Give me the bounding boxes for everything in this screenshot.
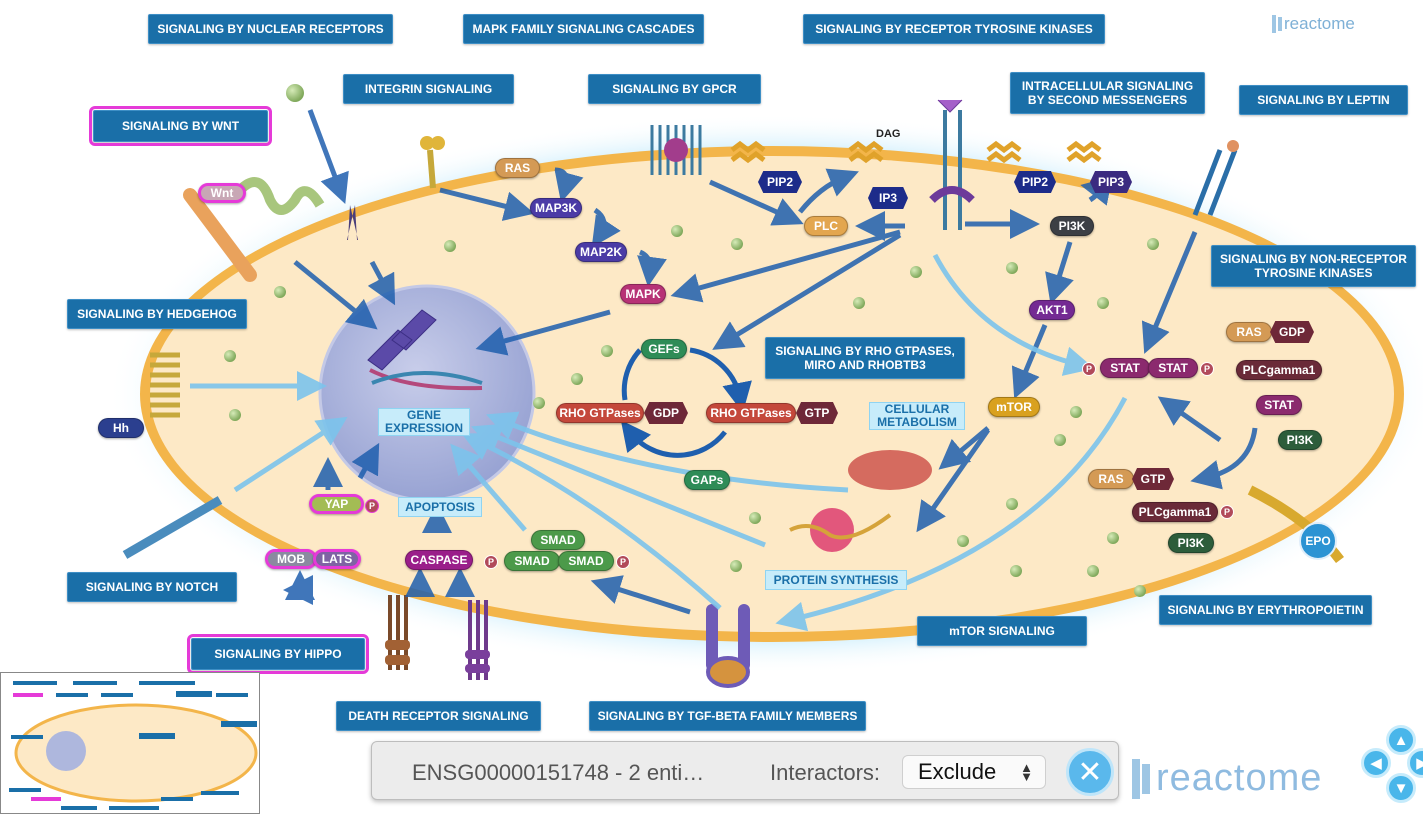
- pan-right-button[interactable]: ▶: [1407, 748, 1423, 778]
- molecule-gdp-right[interactable]: GDP: [1270, 321, 1314, 343]
- arrow-down-icon: ▼: [1393, 779, 1409, 797]
- molecule-ras-right[interactable]: RAS: [1226, 322, 1272, 342]
- molecule-map3k[interactable]: MAP3K: [530, 198, 582, 218]
- molecule-akt1[interactable]: AKT1: [1029, 300, 1075, 320]
- pathway-rtk[interactable]: SIGNALING BY RECEPTOR TYROSINE KINASES: [803, 14, 1105, 44]
- pathway-integrin[interactable]: INTEGRIN SIGNALING: [343, 74, 514, 104]
- molecule-lats[interactable]: LATS: [313, 549, 361, 569]
- phospho-p: P: [484, 555, 498, 569]
- pan-left-button[interactable]: ◀: [1361, 748, 1391, 778]
- select-arrows-icon: ▲▼: [1020, 760, 1033, 784]
- molecule-mob[interactable]: MOB: [265, 549, 317, 569]
- pathway-leptin[interactable]: SIGNALING BY LEPTIN: [1239, 85, 1408, 115]
- arrow-right-icon: ▶: [1416, 755, 1423, 772]
- interactors-label: Interactors:: [770, 760, 881, 785]
- molecule-pip3[interactable]: PIP3: [1090, 171, 1132, 193]
- molecule-pi3k-right[interactable]: PI3K: [1278, 430, 1322, 450]
- molecule-epo[interactable]: EPO: [1305, 534, 1331, 548]
- molecule-caspase[interactable]: CASPASE: [405, 550, 473, 570]
- molecule-ip3[interactable]: IP3: [868, 187, 908, 209]
- pathway-rho-gtpases[interactable]: SIGNALING BY RHO GTPASES, MIRO AND RHOBT…: [765, 337, 965, 379]
- molecule-pip2-a[interactable]: PIP2: [758, 171, 802, 193]
- close-search-button[interactable]: ✕: [1066, 748, 1114, 796]
- pathway-tgf-beta[interactable]: SIGNALING BY TGF-BETA FAMILY MEMBERS: [589, 701, 866, 731]
- molecule-plcgamma1-b[interactable]: PLCgamma1: [1132, 502, 1218, 522]
- close-icon: ✕: [1077, 755, 1103, 789]
- molecule-smad-a[interactable]: SMAD: [504, 551, 560, 571]
- label-apoptosis: APOPTOSIS: [398, 497, 482, 517]
- pan-up-button[interactable]: ▲: [1386, 725, 1416, 755]
- pathway-hedgehog[interactable]: SIGNALING BY HEDGEHOG: [67, 299, 247, 329]
- arrow-up-icon: ▲: [1393, 731, 1409, 749]
- molecule-smad-top[interactable]: SMAD: [531, 530, 585, 550]
- molecule-gtp[interactable]: GTP: [796, 402, 838, 424]
- thumbnail-map: [9, 681, 258, 810]
- interactors-selected-value: Exclude: [918, 759, 997, 784]
- molecule-wnt[interactable]: Wnt: [198, 183, 246, 203]
- molecule-gtp-2[interactable]: GTP: [1132, 468, 1174, 490]
- reactome-logo-icon: [1272, 15, 1276, 33]
- molecule-smad-b[interactable]: SMAD: [558, 551, 614, 571]
- reactome-logo-text: reactome: [1284, 14, 1355, 33]
- pathway-non-receptor-tk[interactable]: SIGNALING BY NON-RECEPTOR TYROSINE KINAS…: [1211, 245, 1416, 287]
- molecule-ras[interactable]: RAS: [495, 158, 540, 178]
- molecule-stat-b[interactable]: STAT: [1148, 358, 1198, 378]
- reactome-logo-icon: [1132, 758, 1140, 799]
- molecule-mapk[interactable]: MAPK: [620, 284, 666, 304]
- pathway-gpcr[interactable]: SIGNALING BY GPCR: [588, 74, 761, 104]
- interactors-select[interactable]: Exclude ▲▼: [902, 755, 1046, 789]
- pathway-second-messengers[interactable]: INTRACELLULAR SIGNALING BY SECOND MESSEN…: [1010, 72, 1205, 114]
- molecule-pi3k-b[interactable]: PI3K: [1168, 533, 1214, 553]
- pathway-nuclear-receptors[interactable]: SIGNALING BY NUCLEAR RECEPTORS: [148, 14, 393, 44]
- molecule-rho-gtpases-gdp[interactable]: RHO GTPases: [556, 403, 644, 423]
- search-result-text[interactable]: ENSG00000151748 - 2 enti…: [412, 760, 705, 785]
- molecule-stat-a[interactable]: STAT: [1100, 358, 1150, 378]
- phospho-p: P: [1200, 362, 1214, 376]
- pathway-death-receptor[interactable]: DEATH RECEPTOR SIGNALING: [336, 701, 541, 731]
- label-dag: DAG: [876, 128, 901, 140]
- molecule-mtor[interactable]: mTOR: [988, 397, 1040, 417]
- molecule-plc[interactable]: PLC: [804, 216, 848, 236]
- pathway-mtor[interactable]: mTOR SIGNALING: [917, 616, 1087, 646]
- phospho-p: P: [1082, 362, 1096, 376]
- reactome-logo-large: reactome: [1132, 757, 1322, 800]
- pathway-notch[interactable]: SIGNALING BY NOTCH: [67, 572, 237, 602]
- pathway-hippo[interactable]: SIGNALING BY HIPPO: [187, 634, 369, 674]
- molecule-yap[interactable]: YAP: [309, 494, 364, 514]
- molecule-pi3k[interactable]: PI3K: [1050, 216, 1094, 236]
- reactome-logo-text: reactome: [1156, 757, 1323, 799]
- phospho-p: P: [1220, 505, 1234, 519]
- phospho-p: P: [616, 555, 630, 569]
- reactome-logo-small: reactome: [1272, 14, 1355, 34]
- molecule-rho-gtpases-gtp[interactable]: RHO GTPases: [706, 403, 796, 423]
- molecule-gdp[interactable]: GDP: [644, 402, 688, 424]
- molecule-ras-2[interactable]: RAS: [1088, 469, 1134, 489]
- pan-down-button[interactable]: ▼: [1386, 773, 1416, 803]
- reactome-logo-icon: [1142, 763, 1150, 794]
- label-gene-expression: GENE EXPRESSION: [378, 408, 470, 436]
- pathway-erythropoietin[interactable]: SIGNALING BY ERYTHROPOIETIN: [1159, 595, 1372, 625]
- overview-thumbnail[interactable]: [0, 672, 260, 814]
- pathway-mapk[interactable]: MAPK FAMILY SIGNALING CASCADES: [463, 14, 704, 44]
- molecule-stat-right[interactable]: STAT: [1256, 395, 1302, 415]
- molecule-gaps[interactable]: GAPs: [684, 470, 730, 490]
- phospho-p: P: [365, 499, 379, 513]
- molecule-gefs[interactable]: GEFs: [641, 339, 687, 359]
- molecule-pip2-b[interactable]: PIP2: [1014, 171, 1056, 193]
- molecule-plcgamma1[interactable]: PLCgamma1: [1236, 360, 1322, 380]
- pathway-wnt[interactable]: SIGNALING BY WNT: [89, 106, 272, 146]
- arrow-left-icon: ◀: [1370, 755, 1382, 772]
- molecule-hh[interactable]: Hh: [98, 418, 144, 438]
- molecule-map2k[interactable]: MAP2K: [575, 242, 627, 262]
- reactome-logo-icon: [1278, 17, 1282, 31]
- label-protein-synthesis: PROTEIN SYNTHESIS: [765, 570, 907, 590]
- search-result-bar: ENSG00000151748 - 2 enti… Interactors: E…: [371, 741, 1119, 800]
- label-cellular-metabolism: CELLULAR METABOLISM: [869, 402, 965, 430]
